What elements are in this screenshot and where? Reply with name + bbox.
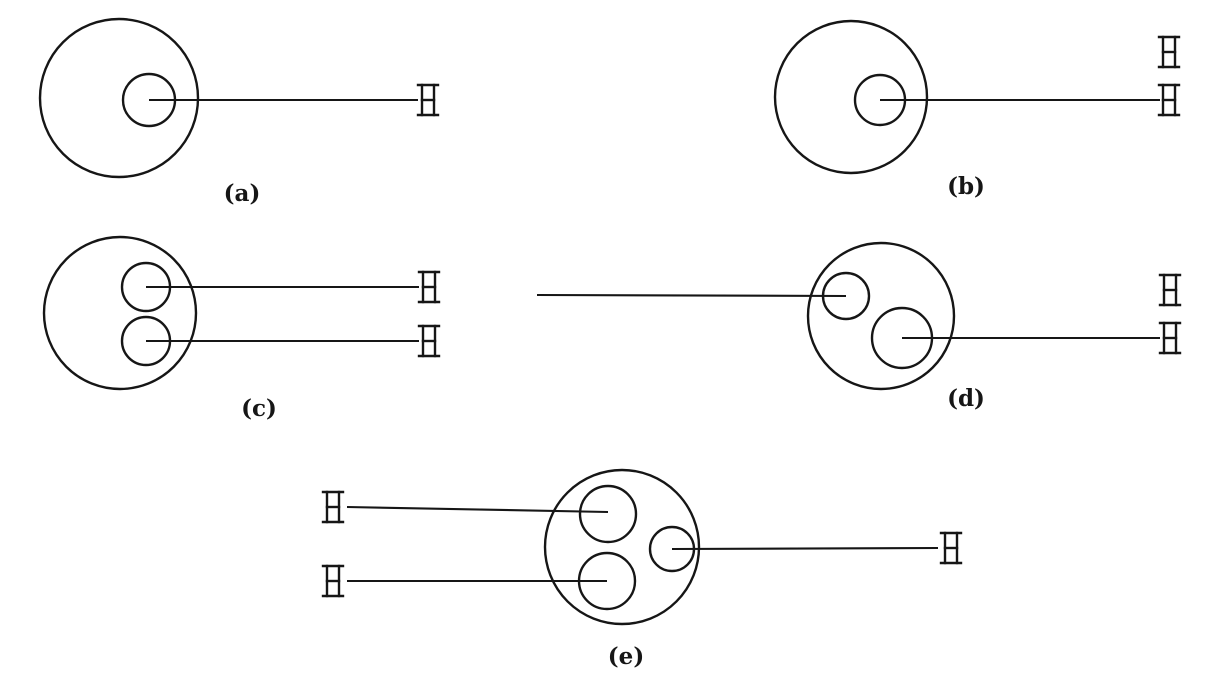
outer-circle [773, 19, 929, 175]
h-bar-termination-icon [416, 83, 440, 117]
figure-c: (c) [42, 235, 441, 422]
figure-e-label: (e) [608, 643, 644, 670]
figure-d: (d) [536, 241, 1180, 412]
figure-d-label: (d) [947, 385, 985, 412]
figure-b: (b) [773, 19, 1179, 200]
h-bar-termination-icon [417, 270, 441, 304]
open-connector-line-left [536, 293, 847, 298]
h-bar-termination-icon [321, 490, 345, 524]
connector-line-left-top [346, 505, 609, 514]
figure-a-label: (a) [224, 180, 261, 207]
figure-a: (a) [38, 17, 440, 207]
outer-circle [38, 17, 200, 179]
outer-circle [543, 468, 701, 626]
h-bar-double-termination-icon [1160, 275, 1180, 353]
h-bar-termination-icon [417, 324, 441, 358]
h-bar-double-termination-icon [1159, 37, 1179, 115]
figure-c-label: (c) [241, 395, 277, 422]
inner-circle-top [578, 484, 638, 544]
figure-e: (e) [321, 468, 963, 670]
h-bar-termination-icon [321, 564, 345, 598]
connector-line-right [671, 546, 939, 551]
outer-circle [42, 235, 198, 391]
h-bar-termination-icon [939, 531, 963, 565]
figure-b-label: (b) [947, 173, 985, 200]
outer-circle [806, 241, 956, 391]
